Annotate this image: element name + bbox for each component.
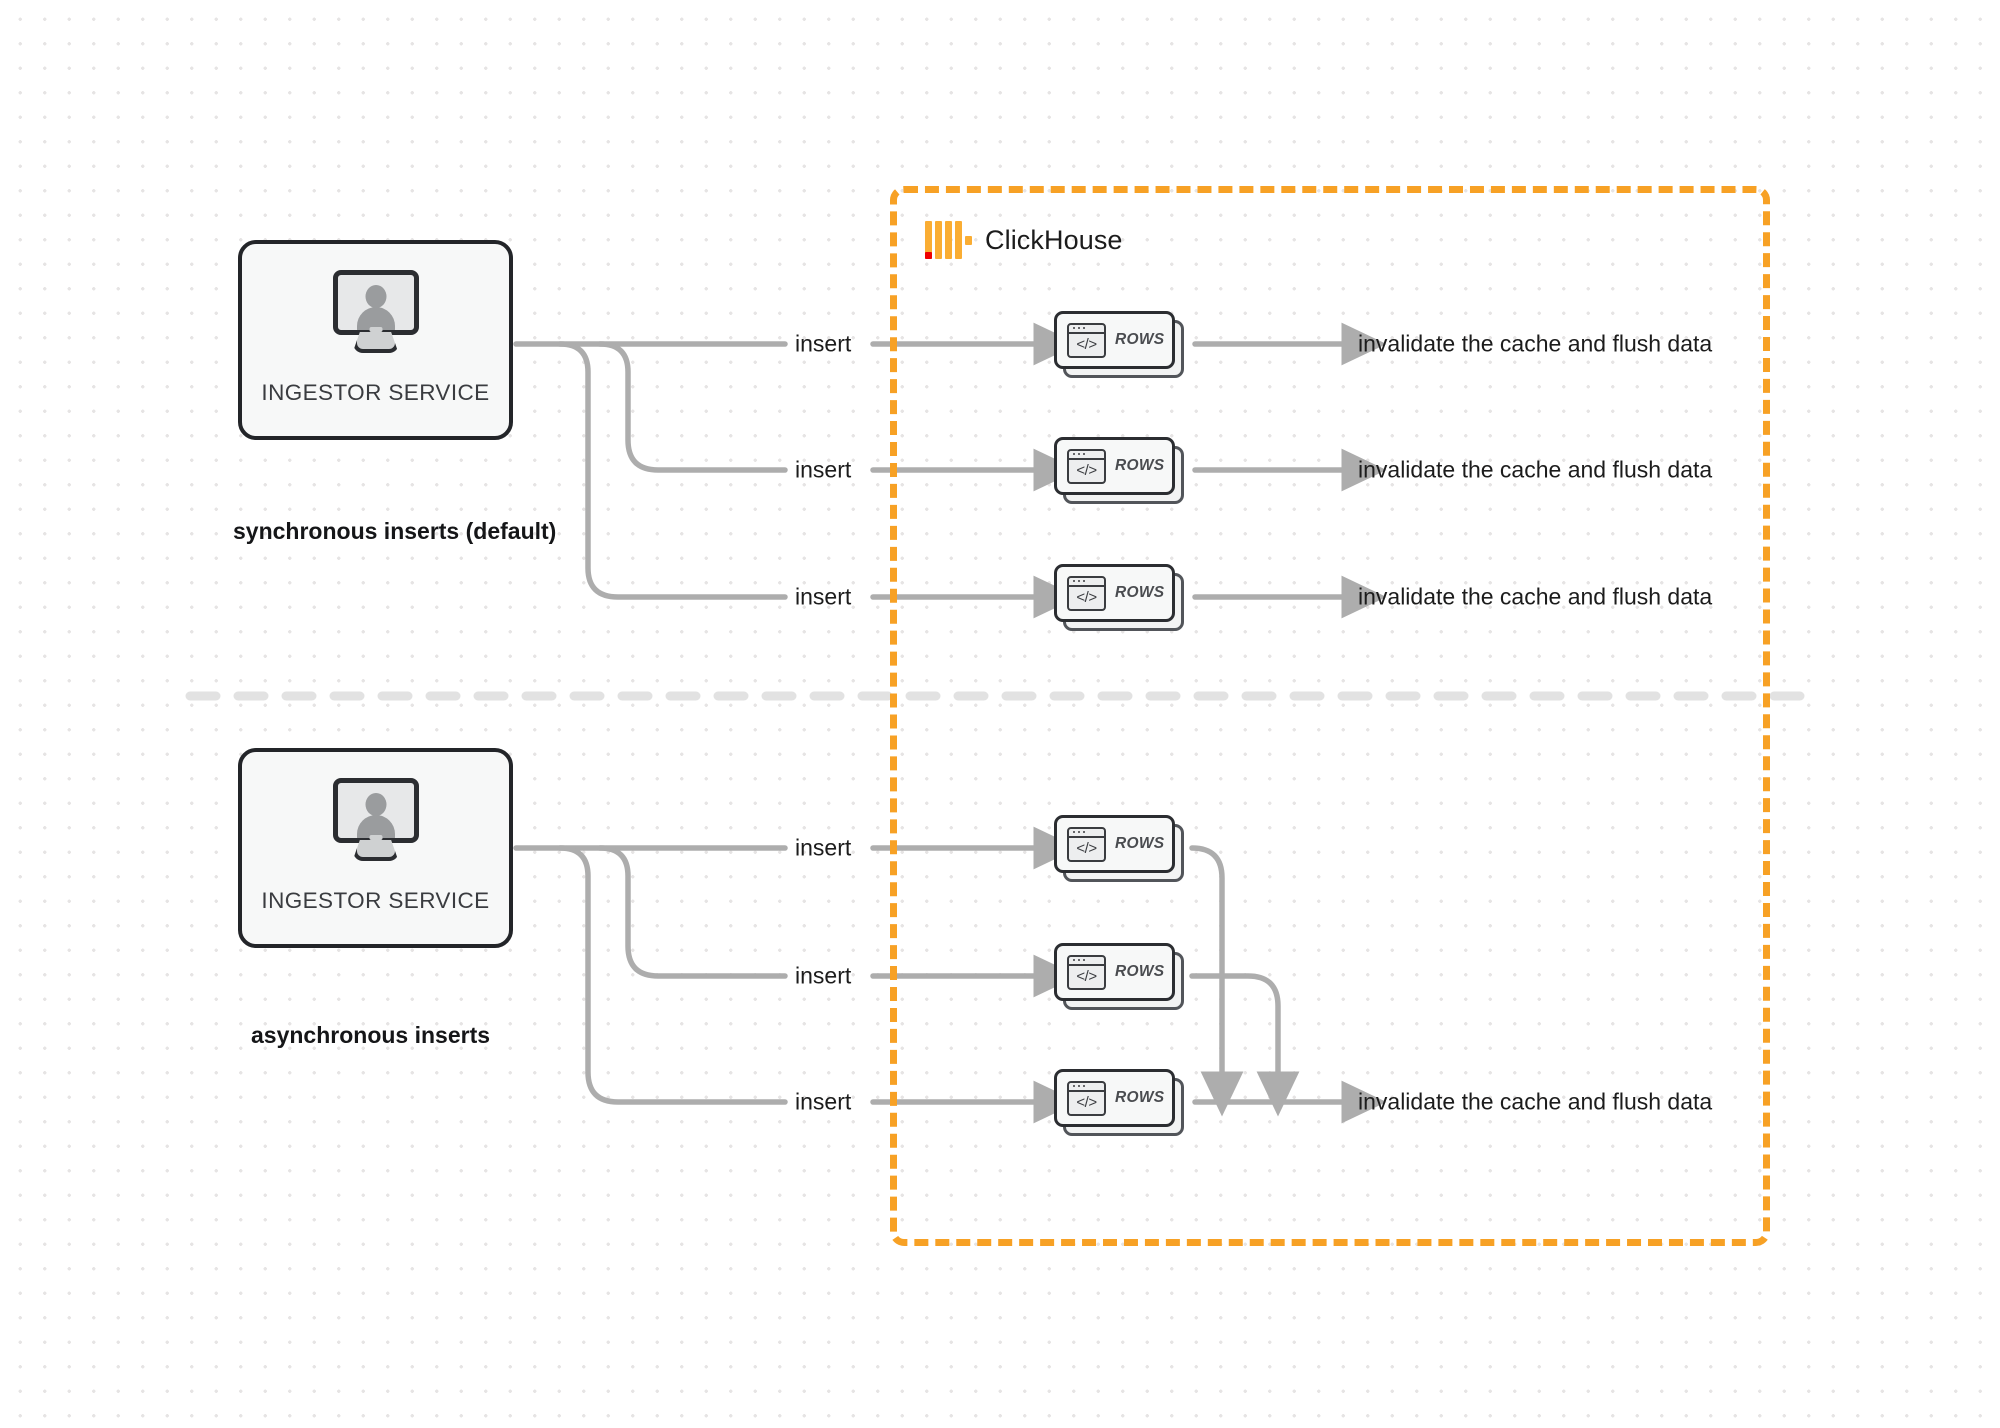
rows-node-sync-2-label: ROWS xyxy=(1115,457,1165,474)
outcome-label-async-merged: invalidate the cache and flush data xyxy=(1358,1088,1713,1115)
outcome-label-sync-1: invalidate the cache and flush data xyxy=(1358,330,1713,357)
code-window-icon: </> xyxy=(1067,448,1106,484)
edge-label-sync-insert-3: insert xyxy=(795,583,852,610)
code-window-icon: </> xyxy=(1067,826,1106,862)
code-window-icon: </> xyxy=(1067,954,1106,990)
rows-node-sync-1[interactable]: </> ROWS xyxy=(1054,311,1184,378)
rows-node-async-3[interactable]: </> ROWS xyxy=(1054,1069,1184,1136)
clickhouse-logo-icon xyxy=(925,221,972,259)
ingestor-service-sync-label: INGESTOR SERVICE xyxy=(261,380,490,405)
rows-node-async-3-label: ROWS xyxy=(1115,1089,1165,1106)
ingestor-service-sync[interactable]: INGESTOR SERVICE xyxy=(238,240,513,440)
rows-node-sync-2[interactable]: </> ROWS xyxy=(1054,437,1184,504)
wire-async-row3-left xyxy=(557,845,788,1105)
monitor-user-icon xyxy=(330,778,422,862)
section-caption-sync: synchronous inserts (default) xyxy=(233,518,557,544)
wire-async-row2-left xyxy=(597,845,788,979)
edge-label-async-insert-2: insert xyxy=(795,962,852,989)
ingestor-service-async-label: INGESTOR SERVICE xyxy=(261,888,490,913)
clickhouse-brand: ClickHouse xyxy=(925,216,1123,264)
rows-node-async-2-label: ROWS xyxy=(1115,963,1165,980)
code-window-icon: </> xyxy=(1067,575,1106,611)
rows-node-async-1-label: ROWS xyxy=(1115,835,1165,852)
clickhouse-boundary xyxy=(890,186,1770,1246)
rows-node-async-1[interactable]: </> ROWS xyxy=(1054,815,1184,882)
ingestor-service-async[interactable]: INGESTOR SERVICE xyxy=(238,748,513,948)
clickhouse-label: ClickHouse xyxy=(985,224,1123,255)
wire-sync-row2-left xyxy=(597,341,788,473)
wire-sync-row3-left xyxy=(557,341,788,600)
rows-node-sync-3-label: ROWS xyxy=(1115,584,1165,601)
edge-label-sync-insert-1: insert xyxy=(795,330,852,357)
code-window-icon: </> xyxy=(1067,1080,1106,1116)
edge-label-async-insert-3: insert xyxy=(795,1088,852,1115)
edge-label-async-insert-1: insert xyxy=(795,834,852,861)
outcome-label-sync-2: invalidate the cache and flush data xyxy=(1358,456,1713,483)
code-window-icon: </> xyxy=(1067,322,1106,358)
rows-node-async-2[interactable]: </> ROWS xyxy=(1054,943,1184,1010)
edge-label-sync-insert-2: insert xyxy=(795,456,852,483)
section-caption-async: asynchronous inserts xyxy=(251,1022,491,1048)
rows-node-sync-1-label: ROWS xyxy=(1115,331,1165,348)
monitor-user-icon xyxy=(330,270,422,354)
rows-node-sync-3[interactable]: </> ROWS xyxy=(1054,564,1184,631)
outcome-label-sync-3: invalidate the cache and flush data xyxy=(1358,583,1713,610)
